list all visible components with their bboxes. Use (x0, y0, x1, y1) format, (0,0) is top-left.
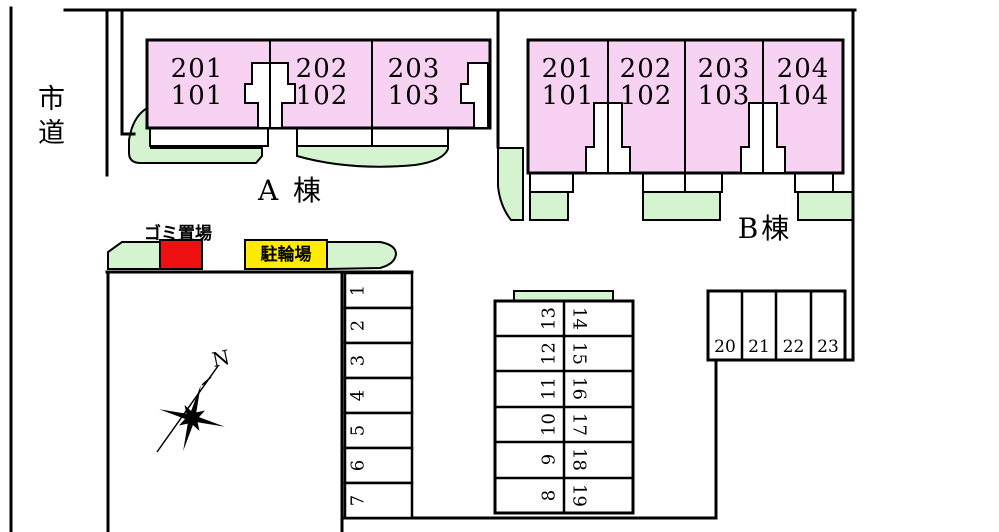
building-a-stair-left (244, 62, 271, 129)
building-a-name: A 棟 (257, 174, 325, 207)
parking-number-14: 14 (568, 307, 590, 330)
building-a-unit-1-lower: 101 (170, 81, 224, 111)
parking-east-row (706, 289, 847, 362)
parking-center-block (493, 299, 635, 515)
parking-number-20: 20 (714, 337, 736, 357)
parking-number-7: 7 (347, 494, 369, 507)
parking-stall (343, 306, 414, 345)
building-a-unit-1-upper: 201 (170, 54, 224, 84)
garden-b-1 (529, 191, 569, 221)
parking-number-2: 2 (347, 319, 369, 332)
building-b-unit-2-upper: 202 (619, 54, 673, 84)
building-b-unit-4-upper: 204 (776, 54, 830, 84)
parking-stall (343, 271, 414, 310)
garbage-label: ゴミ置場 (144, 224, 212, 244)
parking-west-column (343, 271, 414, 520)
building-b-unit-1-upper: 201 (541, 54, 595, 84)
garden-strip-west (107, 241, 161, 270)
building-b-name: B棟 (737, 212, 793, 245)
building-a-stair-right (269, 62, 296, 129)
building-a-stair-east (460, 62, 489, 129)
garden-b-3 (797, 191, 854, 221)
parking-number-3: 3 (347, 354, 369, 367)
parking-number-16: 16 (568, 377, 590, 400)
building-b-unit-3-lower: 103 (697, 81, 751, 111)
garden-a-center (296, 145, 449, 168)
porch-b-2 (642, 172, 723, 193)
building-b-unit-2-lower: 102 (619, 81, 673, 111)
parking-east-grid (740, 291, 813, 360)
parking-stall (343, 376, 414, 415)
parking-stall (343, 341, 414, 380)
parking-number-17: 17 (568, 413, 590, 436)
parking-number-5: 5 (347, 424, 369, 437)
garden-strip-east (326, 241, 398, 271)
parking-stall (343, 481, 414, 520)
building-a-outline (145, 38, 492, 130)
garden-b-west (497, 147, 524, 221)
parking-number-21: 21 (748, 337, 770, 357)
bicycle-label: 駐輪場 (260, 245, 312, 265)
parking-number-23: 23 (817, 337, 839, 357)
parking-number-1: 1 (347, 284, 369, 297)
garbage-box (159, 239, 203, 270)
porch-group (149, 127, 834, 193)
compass-arrow-barb (201, 376, 212, 386)
porch-b-1 (529, 172, 574, 193)
building-b (526, 38, 845, 175)
facility-group (159, 239, 328, 270)
parking-number-4: 4 (347, 389, 369, 402)
parking-number-22: 22 (782, 337, 805, 357)
porch-b-3 (794, 172, 834, 193)
building-b-unit-3-upper: 203 (697, 54, 751, 84)
building-a-unit-3-upper: 203 (387, 54, 441, 84)
road-label: 市道 (33, 84, 64, 152)
building-a-unit-3-lower: 103 (387, 81, 441, 111)
parking-center-grid (495, 301, 633, 513)
porch-a-1 (149, 127, 269, 147)
parking-stall (343, 411, 414, 450)
parking-number-19: 19 (568, 484, 590, 507)
building-a (145, 38, 492, 130)
parking-number-15: 15 (568, 342, 590, 365)
north-label: N (209, 344, 232, 373)
compass (156, 365, 225, 453)
building-b-unit-4-lower: 104 (776, 81, 830, 111)
garden-a-west (128, 104, 263, 164)
building-a-unit-2-lower: 102 (295, 81, 349, 111)
parking-number-18: 18 (568, 448, 590, 471)
bicycle-box (244, 239, 328, 270)
building-b-unit-1-lower: 101 (541, 81, 595, 111)
compass-star (159, 385, 225, 451)
building-a-unit-2-upper: 202 (295, 54, 349, 84)
landscape-group (107, 104, 854, 302)
garden-b-2 (642, 191, 721, 221)
parking-number-6: 6 (347, 459, 369, 472)
